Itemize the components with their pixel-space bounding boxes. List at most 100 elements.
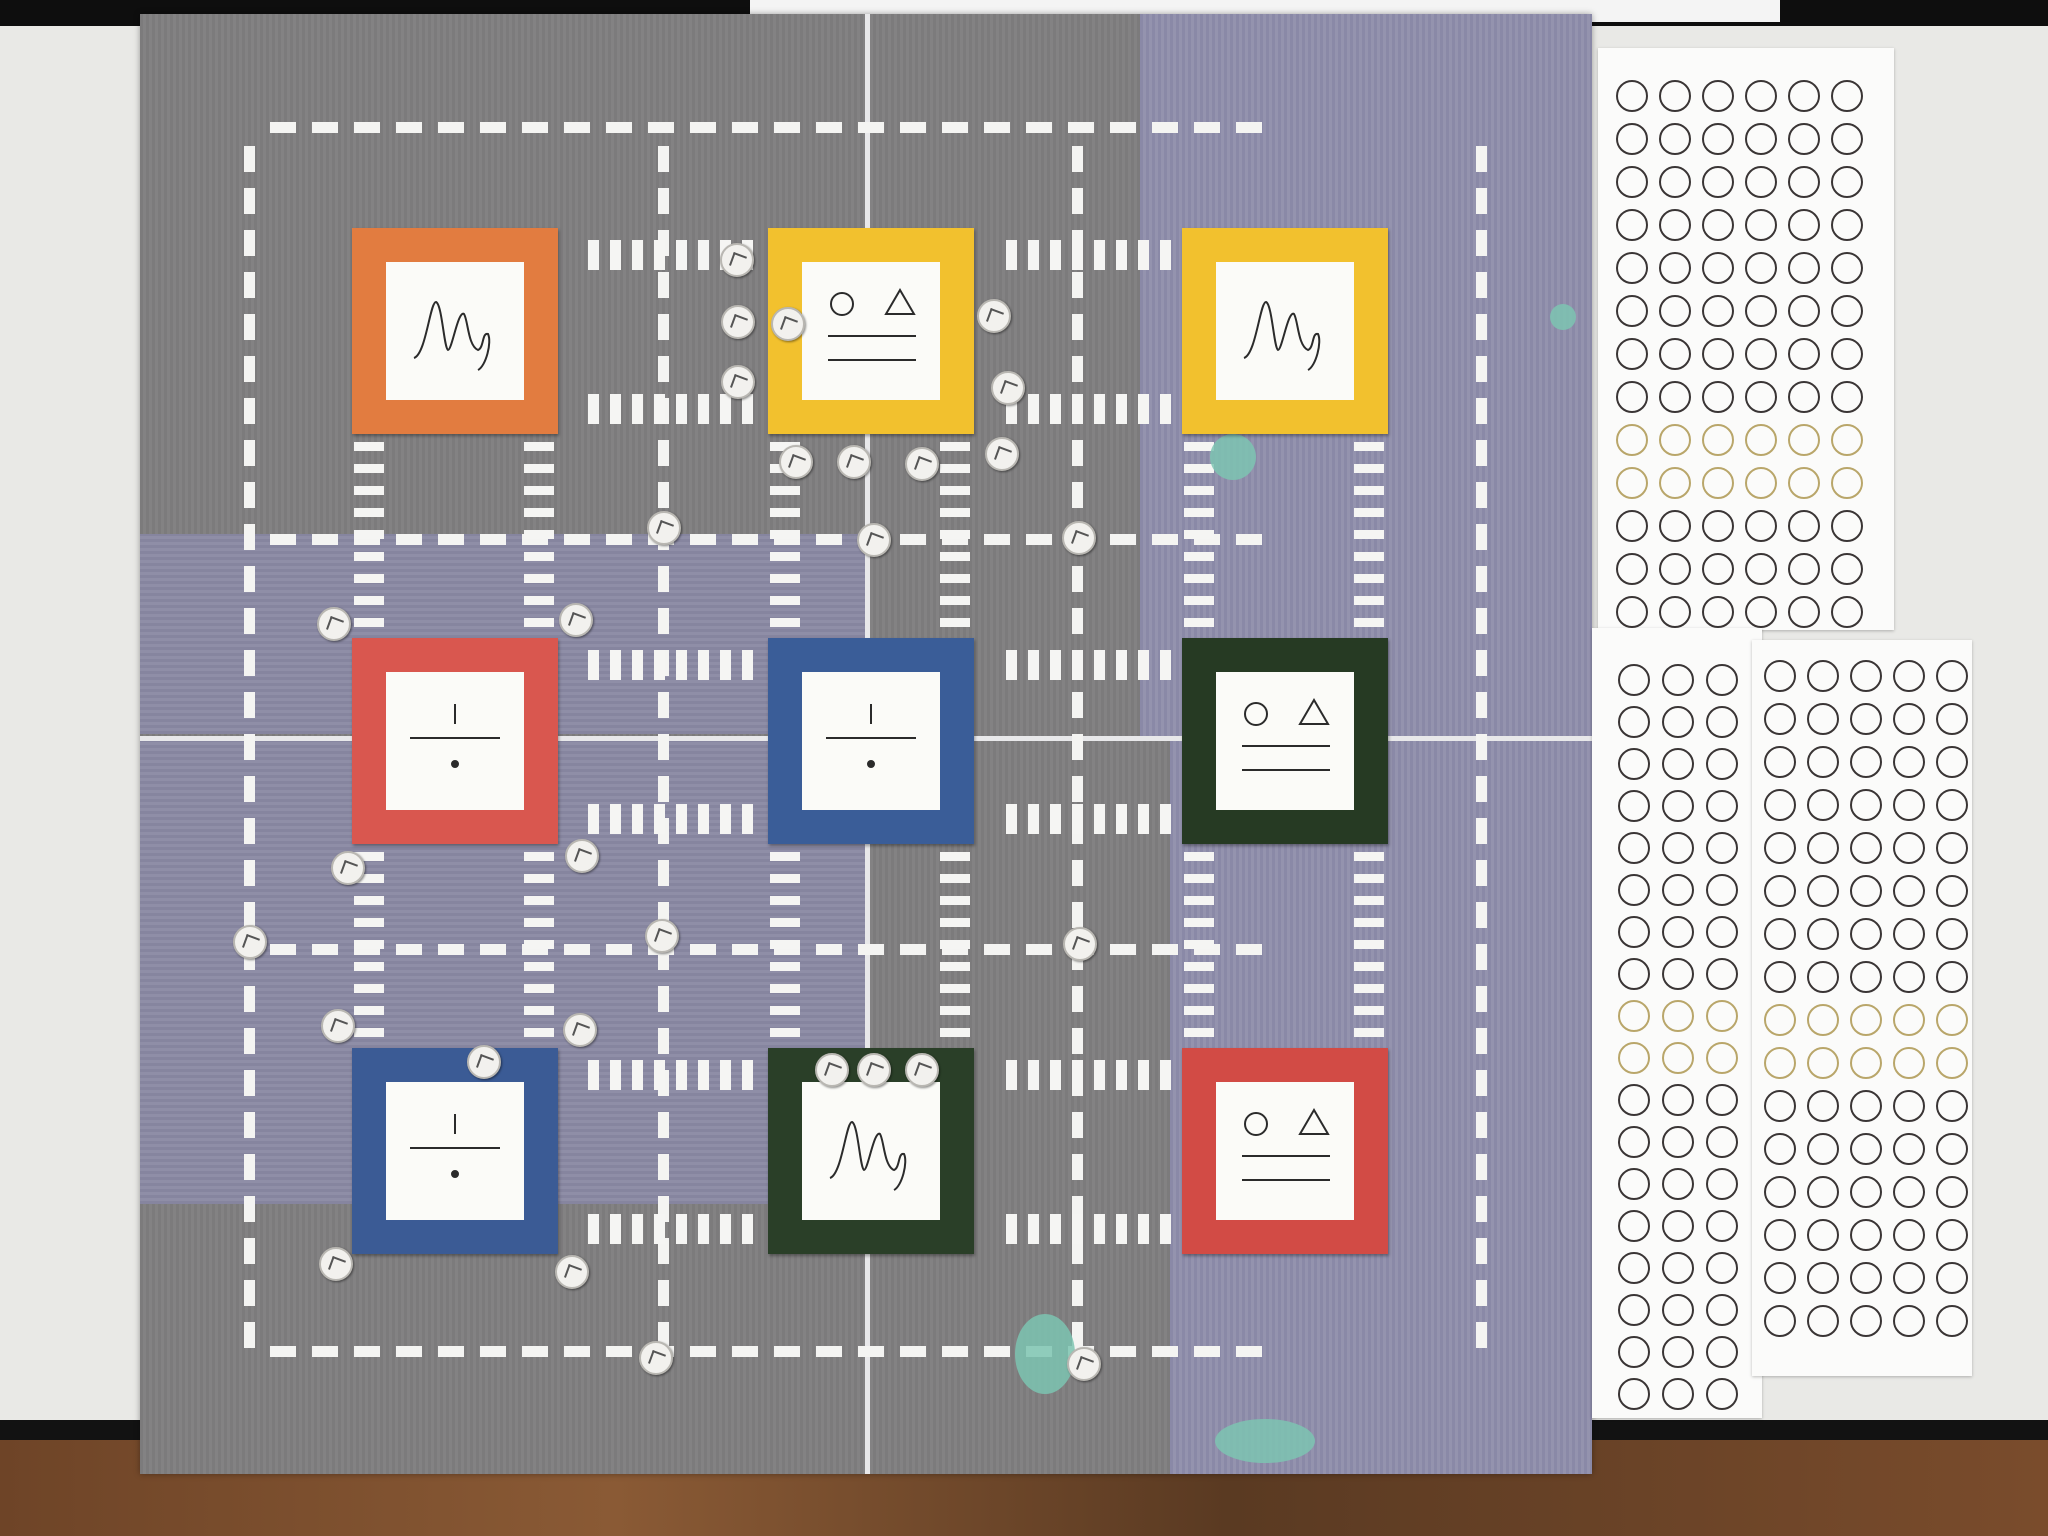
- game-token[interactable]: [321, 1009, 355, 1043]
- sticker-circle[interactable]: [1706, 790, 1738, 822]
- game-token[interactable]: [319, 1247, 353, 1281]
- sticker-circle[interactable]: [1831, 596, 1863, 628]
- sticker-circle[interactable]: [1788, 123, 1820, 155]
- sticker-circle[interactable]: [1807, 1133, 1839, 1165]
- sticker-circle[interactable]: [1745, 510, 1777, 542]
- sticker-circle[interactable]: [1706, 874, 1738, 906]
- sticker-circle[interactable]: [1893, 875, 1925, 907]
- sticker-circle[interactable]: [1893, 703, 1925, 735]
- sticker-circle[interactable]: [1706, 706, 1738, 738]
- sticker-circle[interactable]: [1807, 789, 1839, 821]
- sticker-circle[interactable]: [1662, 1084, 1694, 1116]
- sticker-circle[interactable]: [1936, 1262, 1968, 1294]
- sticker-circle[interactable]: [1662, 1168, 1694, 1200]
- sticker-circle[interactable]: [1831, 123, 1863, 155]
- game-token[interactable]: [991, 371, 1025, 405]
- sticker-circle[interactable]: [1702, 467, 1734, 499]
- sticker-circle[interactable]: [1702, 80, 1734, 112]
- sticker-circle[interactable]: [1788, 252, 1820, 284]
- game-token[interactable]: [815, 1053, 849, 1087]
- sticker-circle[interactable]: [1807, 703, 1839, 735]
- sticker-circle[interactable]: [1893, 1305, 1925, 1337]
- sticker-circle[interactable]: [1618, 1084, 1650, 1116]
- sticker-circle[interactable]: [1662, 1294, 1694, 1326]
- game-token[interactable]: [977, 299, 1011, 333]
- sticker-circle[interactable]: [1807, 746, 1839, 778]
- sticker-circle[interactable]: [1807, 1090, 1839, 1122]
- sticker-circle[interactable]: [1659, 510, 1691, 542]
- game-token[interactable]: [1063, 927, 1097, 961]
- sticker-circle[interactable]: [1893, 1176, 1925, 1208]
- sticker-circle[interactable]: [1807, 1305, 1839, 1337]
- sticker-circle[interactable]: [1936, 1133, 1968, 1165]
- sticker-circle[interactable]: [1618, 706, 1650, 738]
- sticker-circle[interactable]: [1706, 1336, 1738, 1368]
- game-card-fraction[interactable]: [768, 638, 974, 844]
- sticker-circle[interactable]: [1850, 1219, 1882, 1251]
- sticker-circle[interactable]: [1764, 703, 1796, 735]
- game-token[interactable]: [905, 1053, 939, 1087]
- game-card-peaks[interactable]: [1182, 228, 1388, 434]
- sticker-circle[interactable]: [1706, 1378, 1738, 1410]
- sticker-circle[interactable]: [1936, 1305, 1968, 1337]
- sticker-circle[interactable]: [1788, 596, 1820, 628]
- sticker-circle[interactable]: [1807, 1262, 1839, 1294]
- sticker-circle[interactable]: [1764, 832, 1796, 864]
- sticker-circle[interactable]: [1850, 875, 1882, 907]
- sticker-circle[interactable]: [1659, 166, 1691, 198]
- sticker-circle[interactable]: [1850, 1004, 1882, 1036]
- sticker-circle[interactable]: [1936, 918, 1968, 950]
- sticker-circle[interactable]: [1807, 1047, 1839, 1079]
- sticker-circle[interactable]: [1662, 1336, 1694, 1368]
- sticker-circle[interactable]: [1893, 660, 1925, 692]
- sticker-circle[interactable]: [1745, 553, 1777, 585]
- sticker-circle[interactable]: [1764, 918, 1796, 950]
- sticker-circle[interactable]: [1893, 1090, 1925, 1122]
- sticker-circle[interactable]: [1764, 1305, 1796, 1337]
- sticker-circle[interactable]: [1616, 596, 1648, 628]
- sticker-circle[interactable]: [1764, 789, 1796, 821]
- sticker-circle[interactable]: [1662, 1042, 1694, 1074]
- game-token[interactable]: [233, 925, 267, 959]
- sticker-circle[interactable]: [1659, 596, 1691, 628]
- game-token[interactable]: [857, 523, 891, 557]
- sticker-circle[interactable]: [1807, 832, 1839, 864]
- sticker-circle[interactable]: [1706, 1126, 1738, 1158]
- sticker-circle[interactable]: [1936, 746, 1968, 778]
- sticker-circle[interactable]: [1702, 295, 1734, 327]
- sticker-circle[interactable]: [1616, 80, 1648, 112]
- sticker-circle[interactable]: [1936, 1004, 1968, 1036]
- sticker-circle[interactable]: [1831, 553, 1863, 585]
- sticker-circle[interactable]: [1616, 510, 1648, 542]
- sticker-circle[interactable]: [1764, 1004, 1796, 1036]
- sticker-circle[interactable]: [1831, 252, 1863, 284]
- sticker-circle[interactable]: [1616, 381, 1648, 413]
- sticker-circle[interactable]: [1616, 209, 1648, 241]
- sticker-circle[interactable]: [1745, 424, 1777, 456]
- sticker-circle[interactable]: [1618, 874, 1650, 906]
- game-token[interactable]: [555, 1255, 589, 1289]
- sticker-circle[interactable]: [1706, 664, 1738, 696]
- sticker-circle[interactable]: [1807, 1004, 1839, 1036]
- sticker-circle[interactable]: [1702, 510, 1734, 542]
- sticker-circle[interactable]: [1850, 961, 1882, 993]
- sticker-circle[interactable]: [1662, 832, 1694, 864]
- game-token[interactable]: [331, 851, 365, 885]
- sticker-circle[interactable]: [1616, 295, 1648, 327]
- game-token[interactable]: [771, 307, 805, 341]
- sticker-circle[interactable]: [1764, 1262, 1796, 1294]
- sticker-circle[interactable]: [1745, 80, 1777, 112]
- sticker-circle[interactable]: [1936, 1219, 1968, 1251]
- game-token[interactable]: [1062, 521, 1096, 555]
- sticker-circle[interactable]: [1662, 1252, 1694, 1284]
- game-token[interactable]: [905, 447, 939, 481]
- game-token[interactable]: [639, 1341, 673, 1375]
- sticker-circle[interactable]: [1850, 1047, 1882, 1079]
- sticker-circle[interactable]: [1764, 1090, 1796, 1122]
- sticker-circle[interactable]: [1618, 664, 1650, 696]
- game-token[interactable]: [647, 511, 681, 545]
- sticker-circle[interactable]: [1745, 467, 1777, 499]
- sticker-circle[interactable]: [1662, 1126, 1694, 1158]
- game-token[interactable]: [720, 243, 754, 277]
- sticker-circle[interactable]: [1764, 660, 1796, 692]
